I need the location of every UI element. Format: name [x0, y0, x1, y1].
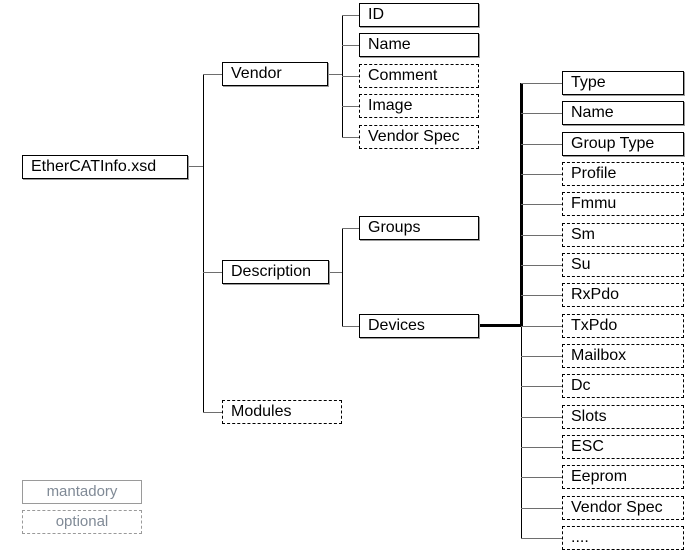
- node-label: Profile: [571, 165, 617, 182]
- connector-trunk-vendor: [203, 74, 222, 75]
- legend-optional: optional: [22, 510, 142, 534]
- node-label: ....: [571, 529, 589, 546]
- node-label: Dc: [571, 377, 591, 394]
- connector-description-trunk: [342, 228, 343, 326]
- connector-devices-grouptype: [521, 144, 562, 145]
- node-label: Sm: [571, 226, 595, 243]
- node-device-esc[interactable]: ESC: [562, 435, 684, 459]
- node-label: Comment: [368, 67, 438, 84]
- node-label: TxPdo: [571, 317, 618, 334]
- node-label: ESC: [571, 438, 604, 455]
- node-device-txpdo[interactable]: TxPdo: [562, 314, 684, 338]
- node-device-type[interactable]: Type: [562, 71, 684, 95]
- node-devices[interactable]: Devices: [359, 314, 479, 338]
- node-device-mailbox[interactable]: Mailbox: [562, 344, 684, 368]
- node-vendor-name[interactable]: Name: [359, 33, 479, 57]
- connector-main-trunk: [203, 74, 204, 413]
- node-label: Mailbox: [571, 347, 627, 364]
- node-device-name[interactable]: Name: [562, 101, 684, 125]
- connector-devices-name: [521, 113, 562, 114]
- node-label: RxPdo: [571, 286, 620, 303]
- node-label: Fmmu: [571, 195, 617, 212]
- node-device-group-type[interactable]: Group Type: [562, 132, 684, 156]
- node-label: Group Type: [571, 135, 655, 152]
- connector-devices-fmmu: [521, 204, 562, 205]
- connector-description-stub: [329, 272, 342, 273]
- connector-devices-txpdo: [521, 326, 562, 327]
- node-device-dc[interactable]: Dc: [562, 374, 684, 398]
- node-label: Name: [368, 36, 411, 53]
- node-label: Description: [231, 263, 312, 280]
- connector-devices-type: [521, 83, 562, 84]
- node-label: Vendor Spec: [571, 499, 663, 516]
- connector-trunk-modules: [203, 412, 222, 413]
- node-label: EtherCATInfo.xsd: [31, 158, 157, 175]
- node-ethercatinfo-xsd[interactable]: EtherCATInfo.xsd: [22, 155, 188, 179]
- connector-devices-more: [521, 538, 562, 539]
- node-label: Vendor: [231, 65, 282, 82]
- node-label: Name: [571, 104, 614, 121]
- node-vendor[interactable]: Vendor: [222, 62, 328, 86]
- node-device-slots[interactable]: Slots: [562, 405, 684, 429]
- connector-devices-profile: [521, 174, 562, 175]
- node-description[interactable]: Description: [222, 260, 329, 284]
- node-label: Groups: [368, 219, 421, 236]
- node-label: Devices: [368, 317, 425, 334]
- connector-devices-rxpdo: [521, 295, 562, 296]
- connector-vendor-stub: [328, 74, 342, 75]
- node-label: Eeprom: [571, 468, 628, 485]
- node-device-sm[interactable]: Sm: [562, 223, 684, 247]
- node-vendor-comment[interactable]: Comment: [359, 64, 479, 88]
- connector-devices-slots: [521, 417, 562, 418]
- node-device-su[interactable]: Su: [562, 253, 684, 277]
- node-label: Type: [571, 74, 606, 91]
- node-device-fmmu[interactable]: Fmmu: [562, 192, 684, 216]
- node-device-more[interactable]: ....: [562, 526, 684, 550]
- legend-mandatory: mantadory: [22, 480, 142, 504]
- connector-devices-trunk-upper: [520, 83, 523, 327]
- connector-description-groups: [342, 228, 359, 229]
- connector-root-stub: [188, 166, 204, 167]
- connector-devices-stub: [480, 324, 523, 327]
- node-label: Su: [571, 256, 591, 273]
- node-vendor-id[interactable]: ID: [359, 3, 479, 27]
- connector-devices-vendorspec: [521, 508, 562, 509]
- connector-description-devices: [342, 326, 359, 327]
- node-device-vendor-spec[interactable]: Vendor Spec: [562, 496, 684, 520]
- connector-vendor-id: [342, 15, 359, 16]
- connector-devices-su: [521, 265, 562, 266]
- connector-vendor-comment: [342, 76, 359, 77]
- connector-vendor-vendorspec: [342, 137, 359, 138]
- connector-devices-esc: [521, 447, 562, 448]
- node-label: ID: [368, 6, 384, 23]
- legend-optional-label: optional: [55, 513, 109, 530]
- node-label: Vendor Spec: [368, 128, 460, 145]
- connector-devices-mailbox: [521, 356, 562, 357]
- node-modules[interactable]: Modules: [222, 400, 342, 424]
- node-device-rxpdo[interactable]: RxPdo: [562, 283, 684, 307]
- legend-mandatory-label: mantadory: [46, 483, 118, 500]
- connector-vendor-image: [342, 106, 359, 107]
- node-groups[interactable]: Groups: [359, 216, 479, 240]
- connector-devices-sm: [521, 235, 562, 236]
- connector-devices-dc: [521, 386, 562, 387]
- node-label: Slots: [571, 408, 607, 425]
- connector-trunk-description: [203, 272, 222, 273]
- node-device-profile[interactable]: Profile: [562, 162, 684, 186]
- node-label: Modules: [231, 403, 292, 420]
- connector-devices-trunk-lower: [521, 326, 522, 538]
- node-vendor-vendor-spec[interactable]: Vendor Spec: [359, 125, 479, 149]
- node-device-eeprom[interactable]: Eeprom: [562, 465, 684, 489]
- node-vendor-image[interactable]: Image: [359, 94, 479, 118]
- node-label: Image: [368, 97, 413, 114]
- connector-devices-eeprom: [521, 477, 562, 478]
- connector-vendor-name: [342, 45, 359, 46]
